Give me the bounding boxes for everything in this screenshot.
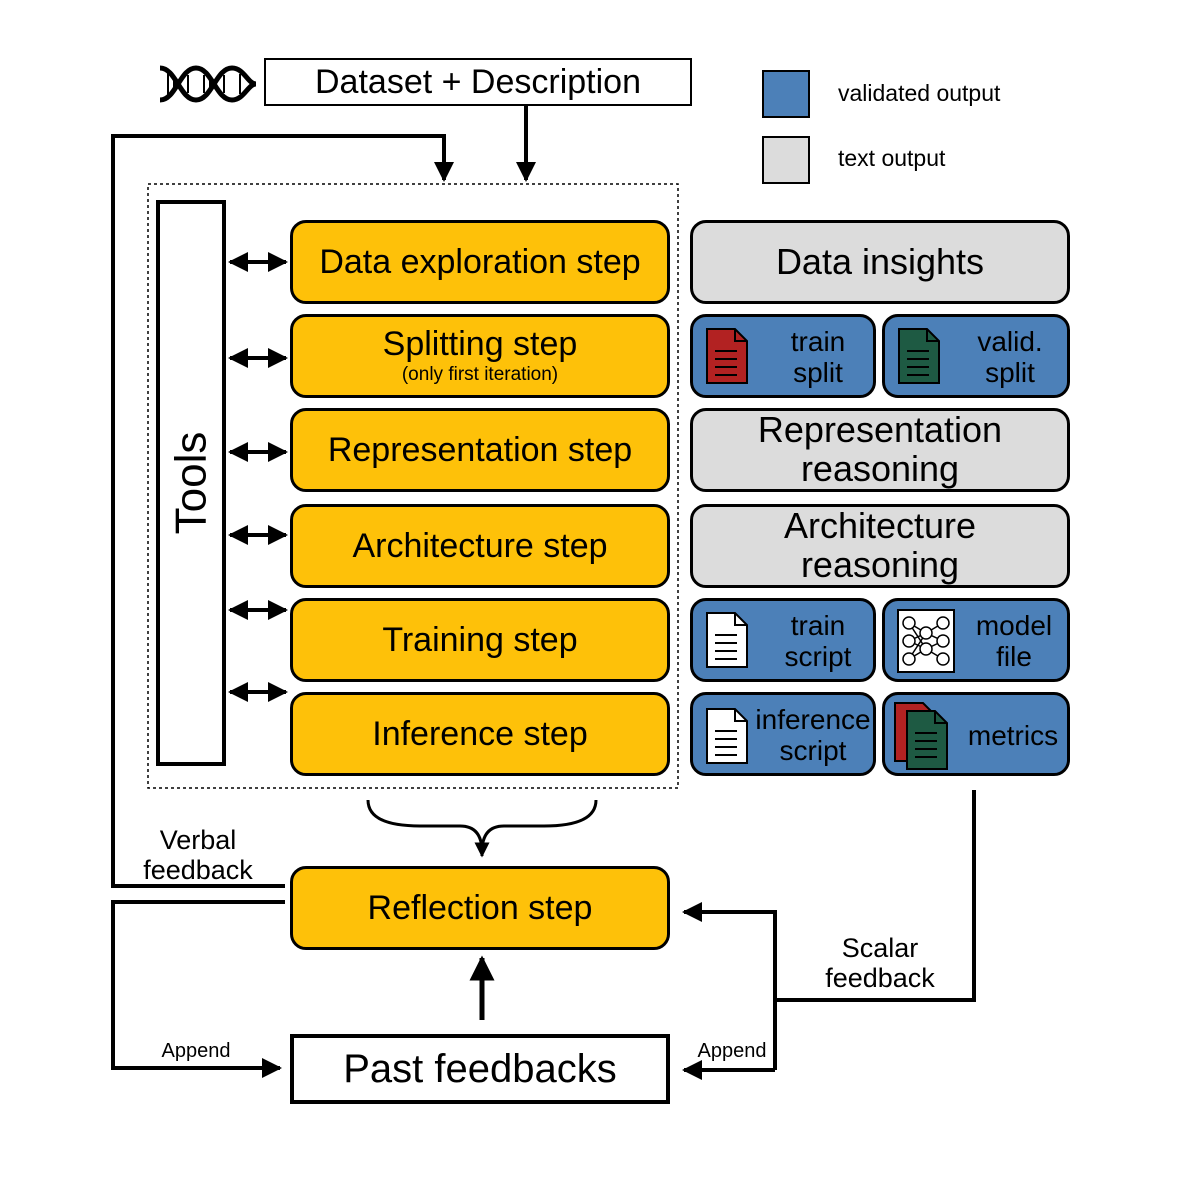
valid-split-output: valid. split xyxy=(882,314,1070,398)
data-exploration-step: Data exploration step xyxy=(290,220,670,304)
dna-icon xyxy=(159,65,257,103)
train-split-output: train split xyxy=(690,314,876,398)
reflection-step: Reflection step xyxy=(290,866,670,950)
neural-network-icon xyxy=(897,609,955,673)
append-left-label: Append xyxy=(161,1040,231,1062)
representation-reasoning-output: Representation reasoning xyxy=(690,408,1070,492)
train-script-output: train script xyxy=(690,598,876,682)
legend-text-swatch xyxy=(762,136,810,184)
scalar-feedback-label: Scalar feedback xyxy=(825,933,935,993)
inference-step: Inference step xyxy=(290,692,670,776)
inference-script-output: inference script xyxy=(690,692,876,776)
legend-text-label: text output xyxy=(838,145,946,171)
model-file-output: model file xyxy=(882,598,1070,682)
training-step: Training step xyxy=(290,598,670,682)
splitting-note: (only first iteration) xyxy=(401,364,559,386)
verbal-feedback-arrow xyxy=(111,134,454,888)
data-insights-output: Data insights xyxy=(690,220,1070,304)
architecture-step: Architecture step xyxy=(290,504,670,588)
scalar-to-reflection-arrow xyxy=(682,902,777,1070)
legend-validated-swatch xyxy=(762,70,810,118)
document-icon xyxy=(898,328,940,384)
dataset-description-box: Dataset + Description xyxy=(264,58,692,106)
document-icon xyxy=(706,612,748,668)
metrics-output: metrics xyxy=(882,692,1070,776)
legend-validated-label: validated output xyxy=(838,80,1001,106)
documents-icon xyxy=(894,702,948,770)
tools-box: Tools xyxy=(156,200,226,766)
append-right-label: Append xyxy=(697,1040,767,1062)
steps-group-frame xyxy=(147,183,679,789)
scalar-feedback-line xyxy=(775,790,976,1002)
append-left-arrow xyxy=(111,900,285,1078)
architecture-reasoning-output: Architecture reasoning xyxy=(690,504,1070,588)
verbal-feedback-label: Verbal feedback xyxy=(143,825,253,885)
document-icon xyxy=(706,708,748,764)
past-feedbacks-box: Past feedbacks xyxy=(290,1034,670,1104)
splitting-step: Splitting step (only first iteration) xyxy=(290,314,670,398)
representation-step: Representation step xyxy=(290,408,670,492)
document-icon xyxy=(706,328,748,384)
